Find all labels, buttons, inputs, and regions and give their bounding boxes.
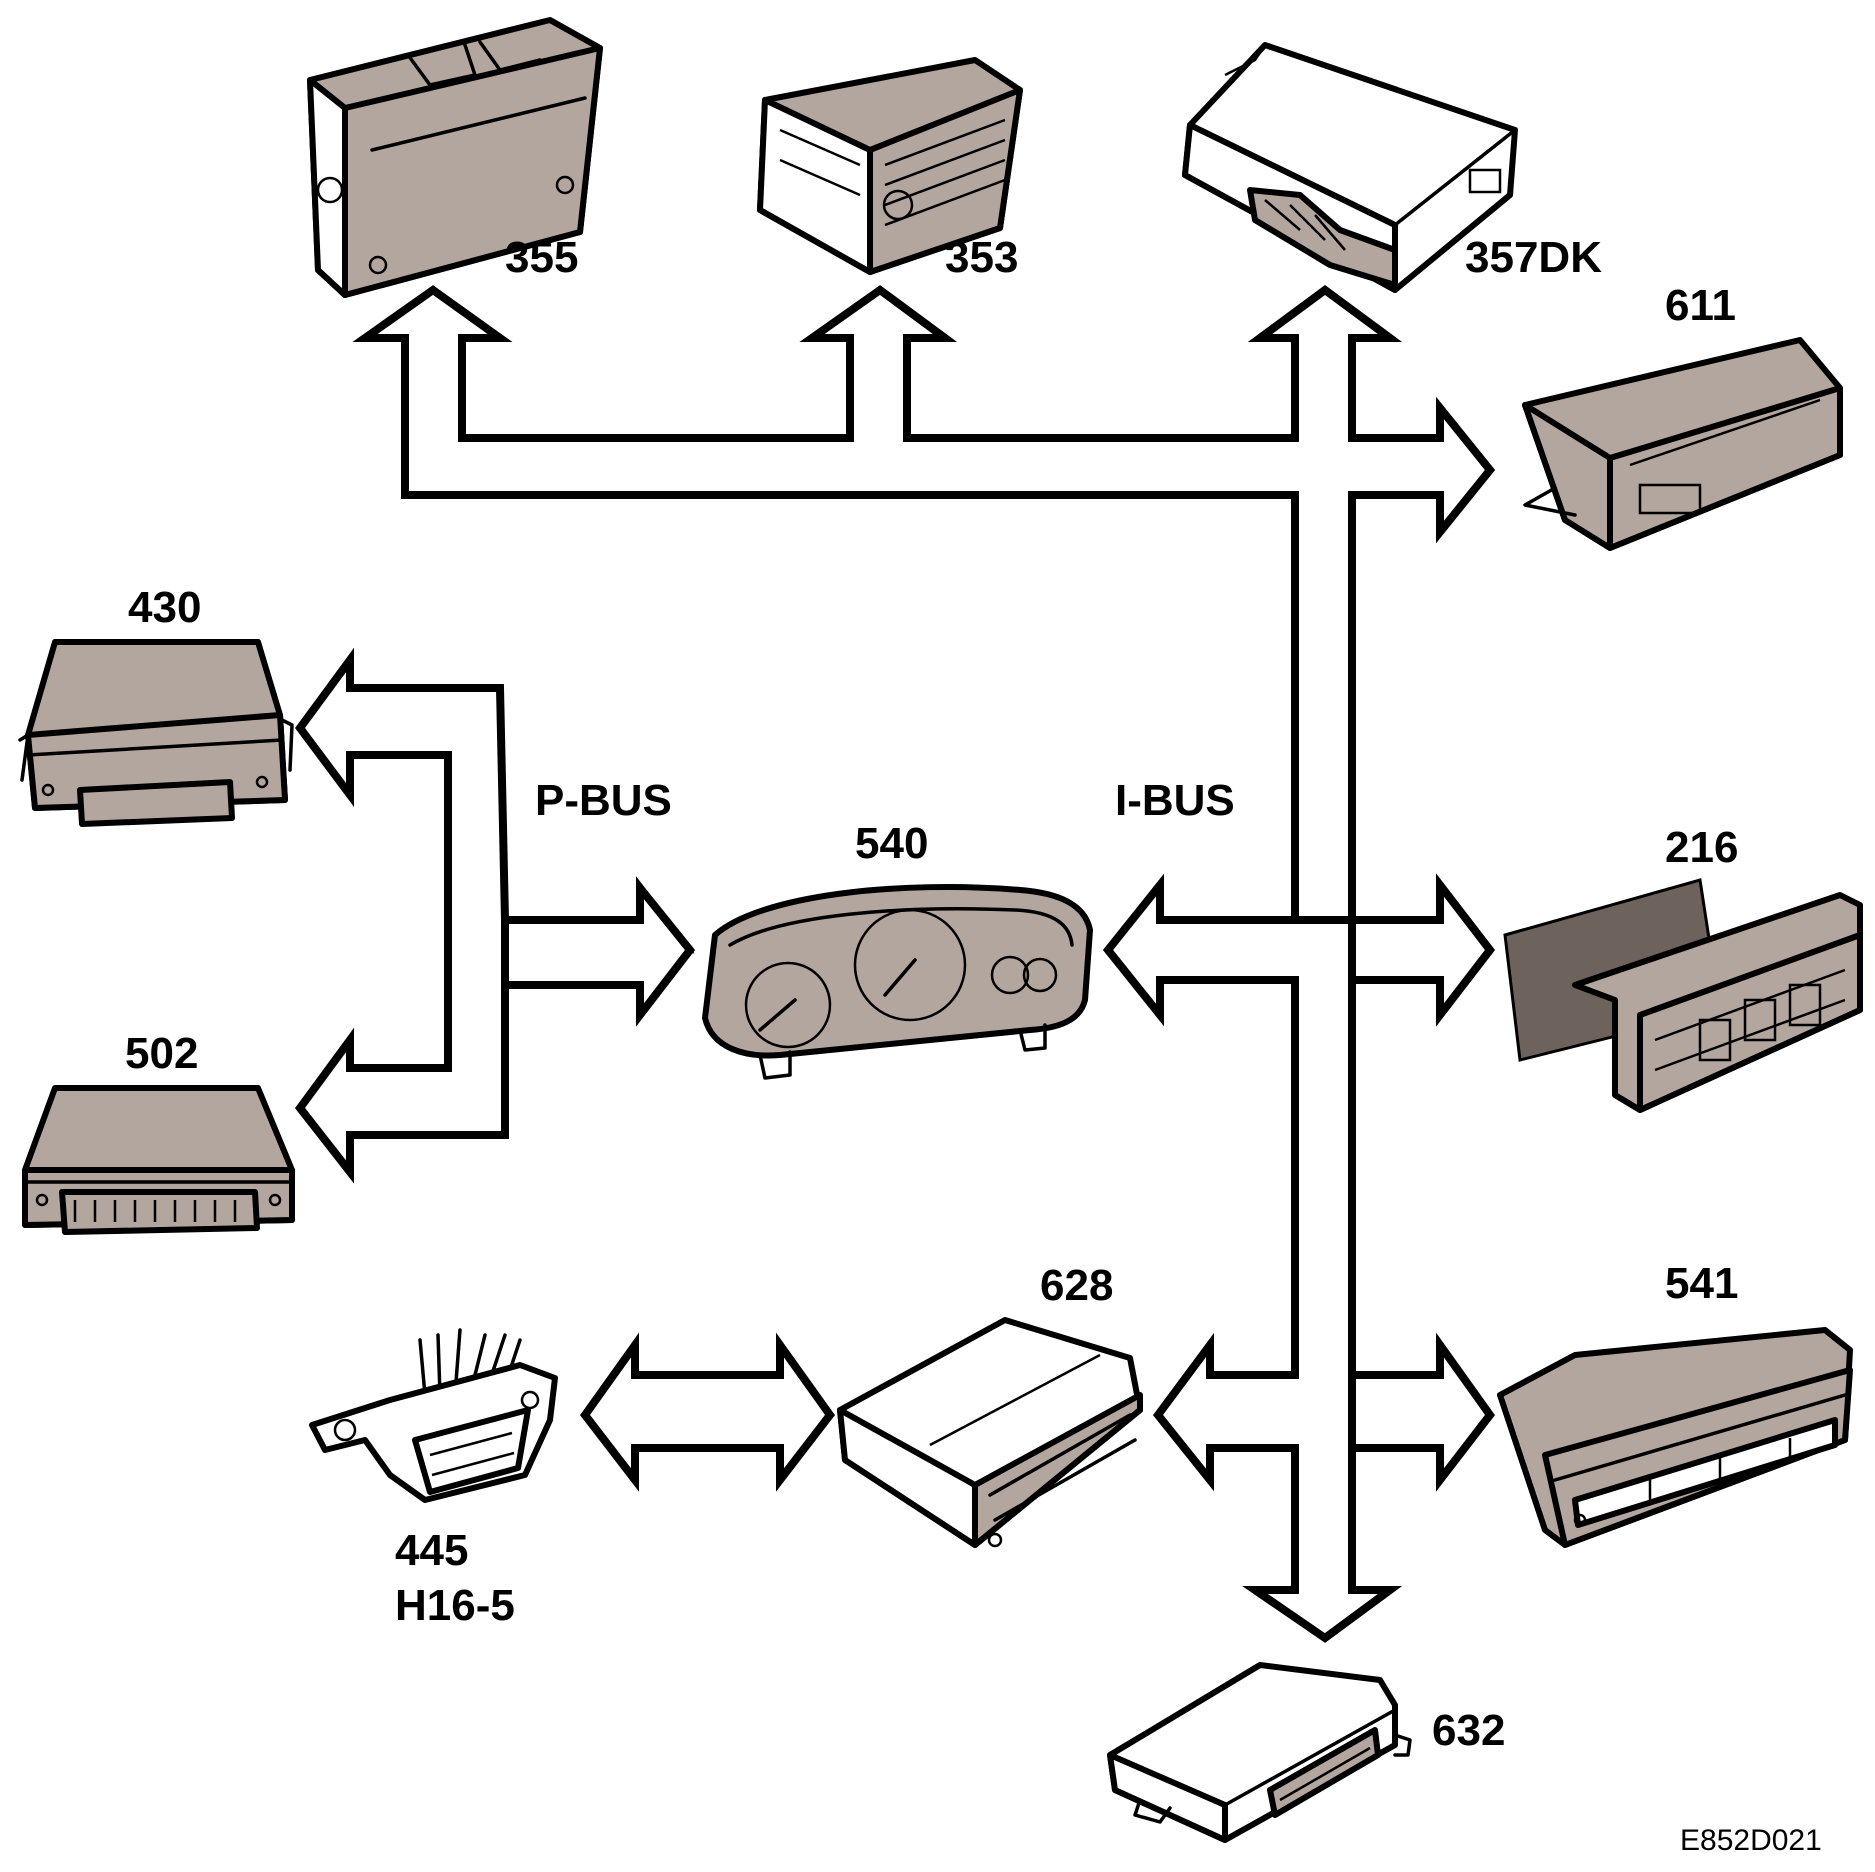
p-bus-label: P-BUS: [535, 776, 672, 825]
label-502: 502: [125, 1029, 198, 1078]
label-353: 353: [945, 233, 1018, 282]
label-540: 540: [855, 819, 928, 868]
label-h16-5: H16-5: [395, 1581, 515, 1630]
i-bus-left-trunk: [1102, 873, 1403, 1643]
module-355: [307, 17, 603, 298]
i-bus-branch-541: [1348, 1332, 1495, 1492]
diagnostic-link-arrow: [580, 1332, 835, 1492]
i-bus-label: I-BUS: [1115, 776, 1235, 825]
label-445: 445: [395, 1526, 468, 1575]
label-216: 216: [1665, 823, 1738, 872]
module-357dk: [1182, 42, 1518, 293]
bus-arrows: [294, 285, 1496, 1643]
module-445-connector: [309, 1328, 558, 1503]
label-611: 611: [1665, 281, 1736, 330]
label-628: 628: [1040, 1261, 1113, 1310]
label-541: 541: [1665, 1259, 1738, 1308]
label-355: 355: [505, 233, 578, 282]
module-430: 430: [18, 583, 294, 827]
module-502: 502: [22, 1029, 295, 1235]
figure-code: E852D021: [1680, 1824, 1822, 1857]
module-611: 611: [1522, 281, 1843, 551]
module-540: 540: [702, 819, 1093, 1080]
label-357dk: 357DK: [1465, 233, 1602, 282]
module-628: 628: [837, 1261, 1143, 1548]
label-632: 632: [1432, 1706, 1505, 1755]
module-632: [1107, 1662, 1412, 1843]
module-216: 216: [1503, 823, 1863, 1113]
module-353: [757, 57, 1023, 275]
label-430: 430: [128, 583, 201, 632]
module-541: 541: [1497, 1259, 1853, 1548]
p-bus-arrowhead-540: [501, 876, 696, 1027]
i-bus-right-branches: [1348, 873, 1496, 1027]
i-bus-top-network: [352, 285, 1496, 924]
